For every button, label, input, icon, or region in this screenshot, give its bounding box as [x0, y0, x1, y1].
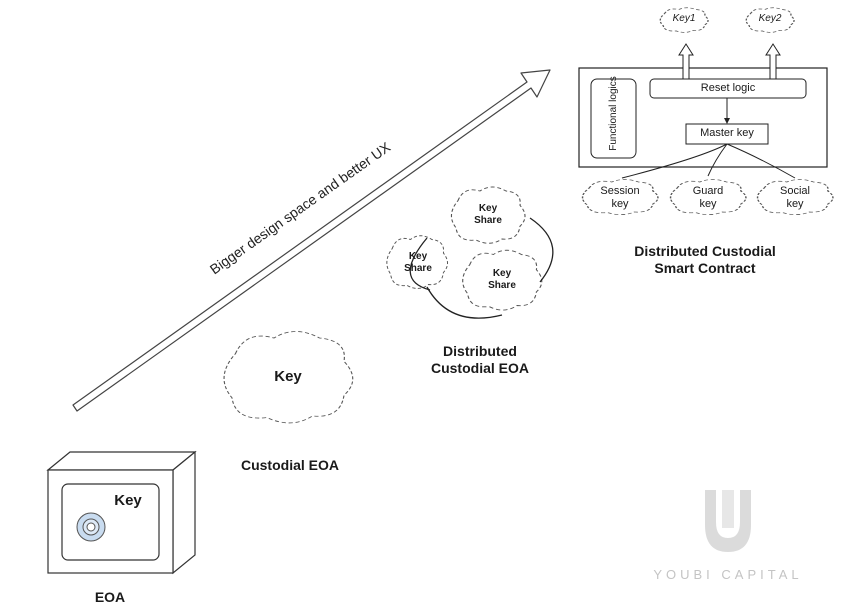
distributed-eoa-caption-line1: Distributed: [443, 343, 517, 359]
guard-key-label: Guard key: [692, 185, 724, 210]
custodial-key-label: Key: [274, 368, 302, 385]
progression-arrow: [72, 69, 551, 412]
reset-logic-label: Reset logic: [700, 82, 756, 94]
safe-illustration: [46, 450, 197, 575]
key-share-label-1: Key Share: [474, 203, 502, 226]
smart-contract-caption-line2: Smart Contract: [654, 260, 756, 276]
master-key-label: Master key: [700, 127, 754, 139]
custodial-eoa-caption: Custodial EOA: [240, 457, 339, 473]
session-key-label: Session key: [600, 185, 640, 210]
key1-label: Key1: [672, 13, 696, 24]
key-share-label-3: Key Share: [488, 268, 516, 291]
smart-contract-caption-line1: Distributed Custodial: [634, 243, 776, 259]
watermark-text: YOUBI CAPITAL: [653, 567, 803, 582]
smart-contract-box: [578, 43, 828, 179]
functional-logics-label: Functional logics: [608, 76, 619, 151]
key-share-group: [387, 187, 553, 318]
safe-key-label: Key: [114, 492, 142, 509]
key-share-label-2: Key Share: [404, 251, 432, 274]
social-key-label: Social key: [780, 185, 810, 210]
safe-dial-icon: [76, 512, 106, 542]
key2-label: Key2: [758, 13, 782, 24]
distributed-eoa-caption-line2: Custodial EOA: [430, 360, 529, 376]
watermark-logo-icon: [705, 490, 751, 552]
eoa-caption: EOA: [94, 589, 126, 605]
